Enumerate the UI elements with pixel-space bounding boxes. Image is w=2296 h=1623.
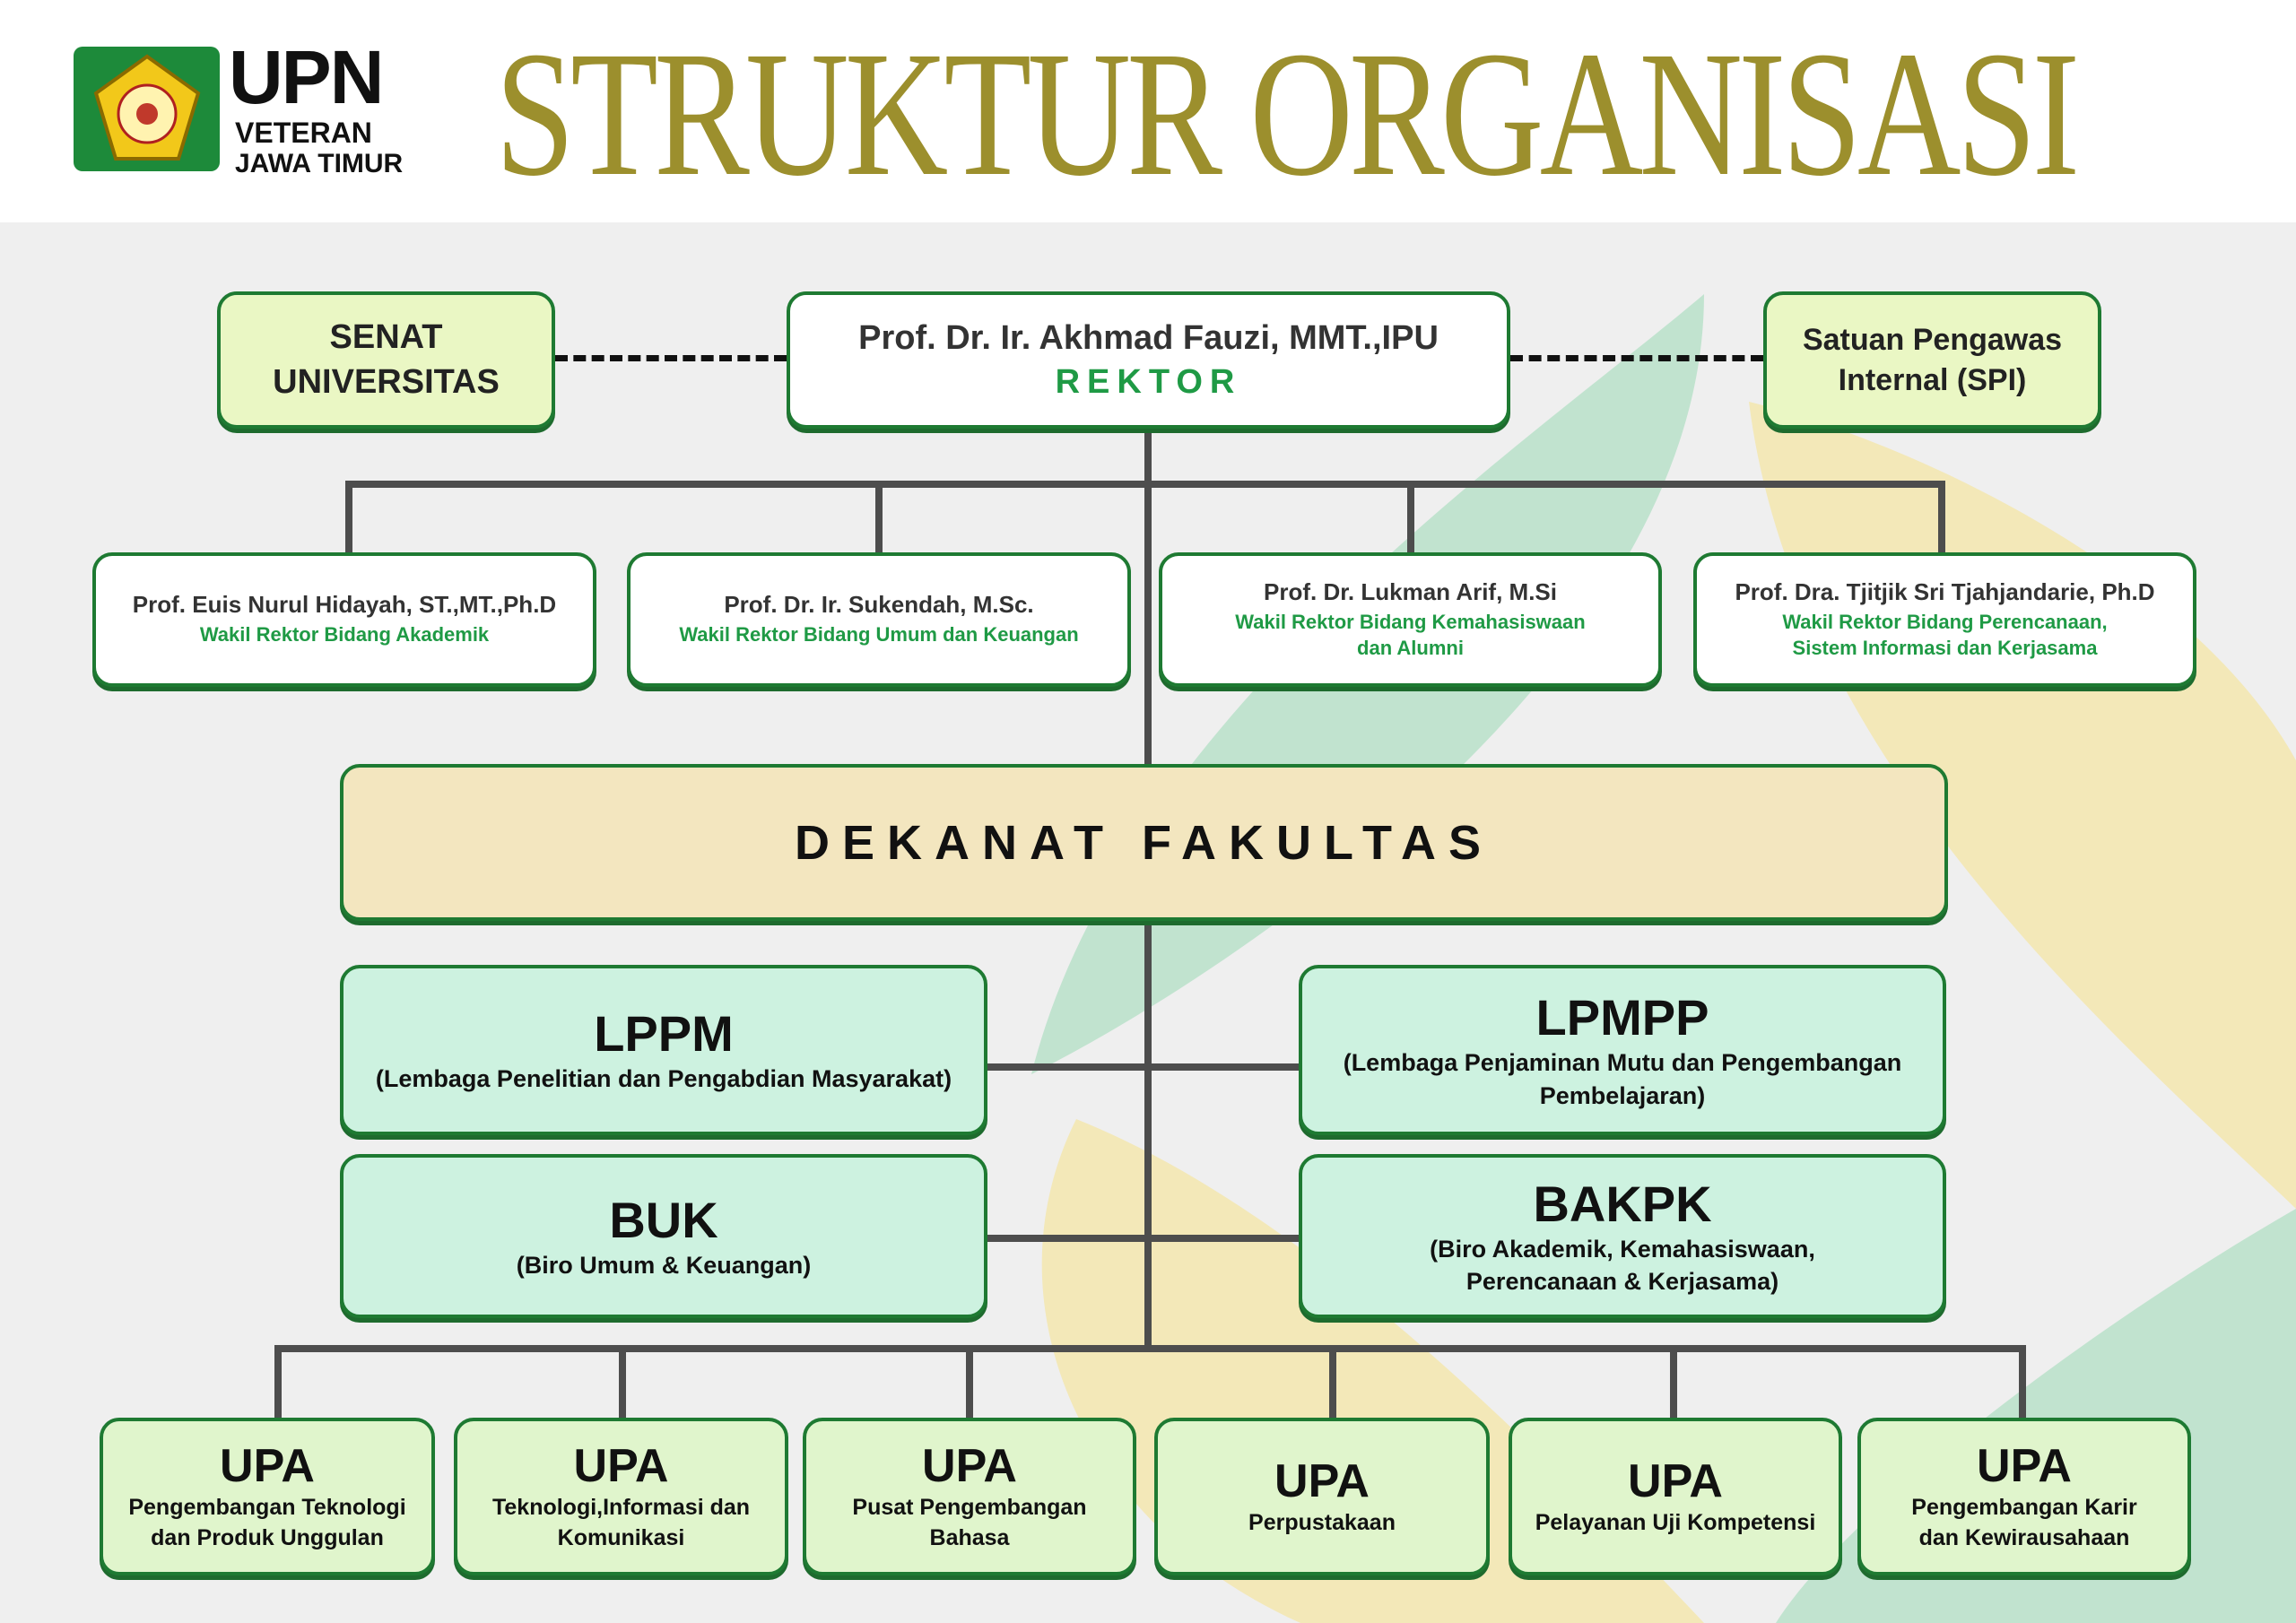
- upa-title: UPA: [1274, 1455, 1370, 1508]
- senat-universitas-box: SENAT UNIVERSITAS: [217, 291, 555, 429]
- lpmpp-box: LPMPP (Lembaga Penjaminan Mutu dan Penge…: [1299, 965, 1946, 1135]
- senat-line2: UNIVERSITAS: [273, 362, 500, 401]
- connector: [1407, 481, 1414, 552]
- dekanat-fakultas-box: DEKANAT FAKULTAS: [340, 764, 1948, 921]
- upa-box: UPA Pengembangan Teknologi dan Produk Un…: [100, 1418, 435, 1575]
- upa-title: UPA: [1977, 1440, 2072, 1493]
- bakpk-subtitle: (Biro Akademik, Kemahasiswaan,: [1430, 1235, 1815, 1263]
- buk-subtitle: (Biro Umum & Keuangan): [516, 1251, 812, 1279]
- upa-box: UPA Pengembangan Karir dan Kewirausahaan: [1857, 1418, 2191, 1575]
- connector: [1670, 1345, 1677, 1419]
- wakil-rektor-role: Wakil Rektor Bidang Umum dan Keuangan: [679, 623, 1079, 647]
- connector: [875, 481, 883, 552]
- upa-box: UPA Pelayanan Uji Kompetensi: [1509, 1418, 1842, 1575]
- senat-line1: SENAT: [329, 318, 443, 357]
- logo-jawa-timur-text: JAWA TIMUR: [235, 149, 404, 178]
- lpmpp-subtitle-line2: Pembelajaran): [1539, 1081, 1706, 1109]
- connector: [2019, 1345, 2026, 1419]
- wakil-rektor-name: Prof. Dr. Ir. Sukendah, M.Sc.: [724, 591, 1034, 619]
- wakil-rektor-box: Prof. Dra. Tjitjik Sri Tjahjandarie, Ph.…: [1693, 552, 2196, 687]
- wakil-rektor-name: Prof. Dr. Lukman Arif, M.Si: [1264, 577, 1557, 605]
- upa-name-line2: dan Kewirausahaan: [1918, 1525, 2130, 1550]
- dashed-connector-senat: [555, 355, 787, 361]
- upa-name: Pengembangan Karir: [1911, 1495, 2137, 1521]
- wakil-rektor-role: Wakil Rektor Bidang Akademik: [199, 623, 490, 647]
- logo-veteran-text: VETERAN: [235, 117, 372, 149]
- upa-box: UPA Perpustakaan: [1154, 1418, 1490, 1575]
- wakil-rektor-box: Prof. Dr. Lukman Arif, M.Si Wakil Rektor…: [1159, 552, 1662, 687]
- dashed-connector-spi: [1510, 355, 1763, 361]
- rektor-box: Prof. Dr. Ir. Akhmad Fauzi, MMT.,IPU REK…: [787, 291, 1510, 429]
- upa-name: Pusat Pengembangan: [852, 1495, 1087, 1521]
- university-logo-emblem: [74, 47, 220, 171]
- lpmpp-title: LPMPP: [1535, 989, 1709, 1046]
- wakil-rektor-name: Prof. Dra. Tjitjik Sri Tjahjandarie, Ph.…: [1735, 577, 2155, 605]
- wakil-rektor-horizontal-connector: [345, 481, 1945, 488]
- wakil-rektor-role: Wakil Rektor Bidang Perencanaan,: [1782, 610, 2108, 633]
- connector: [1938, 481, 1945, 552]
- biro-horizontal-connector: [987, 1235, 1299, 1242]
- connector: [1329, 1345, 1336, 1419]
- buk-box: BUK (Biro Umum & Keuangan): [340, 1154, 987, 1318]
- lembaga-horizontal-connector: [987, 1063, 1299, 1071]
- upa-title: UPA: [573, 1440, 669, 1493]
- upa-name: Teknologi,Informasi dan: [491, 1495, 751, 1521]
- wakil-rektor-role-line2: dan Alumni: [1357, 636, 1464, 659]
- connector: [274, 1345, 282, 1419]
- bakpk-subtitle-line2: Perencanaan & Kerjasama): [1465, 1268, 1779, 1295]
- page-title: STRUKTUR ORGANISASI: [495, 15, 2080, 213]
- wakil-rektor-box: Prof. Euis Nurul Hidayah, ST.,MT.,Ph.D W…: [92, 552, 596, 687]
- connector: [966, 1345, 973, 1419]
- connector: [345, 481, 352, 552]
- lpmpp-subtitle: (Lembaga Penjaminan Mutu dan Pengembanga…: [1343, 1049, 1902, 1077]
- upa-horizontal-connector: [274, 1345, 2026, 1352]
- upa-name-line2: Bahasa: [929, 1525, 1010, 1550]
- wakil-rektor-name: Prof. Euis Nurul Hidayah, ST.,MT.,Ph.D: [132, 591, 557, 619]
- upa-name: Perpustakaan: [1248, 1510, 1396, 1536]
- rektor-role: REKTOR: [1055, 362, 1242, 401]
- upa-box: UPA Pusat Pengembangan Bahasa: [803, 1418, 1136, 1575]
- upa-title: UPA: [1628, 1455, 1723, 1508]
- connector: [619, 1345, 626, 1419]
- spi-box: Satuan Pengawas Internal (SPI): [1763, 291, 2101, 429]
- upa-name: Pengembangan Teknologi: [128, 1495, 406, 1521]
- spi-line2: Internal (SPI): [1838, 362, 2027, 397]
- buk-title: BUK: [609, 1191, 718, 1248]
- logo-upn-text: UPN: [229, 35, 384, 119]
- upa-name: Pelayanan Uji Kompetensi: [1535, 1510, 1816, 1536]
- bakpk-box: BAKPK (Biro Akademik, Kemahasiswaan, Per…: [1299, 1154, 1946, 1318]
- lppm-title: LPPM: [594, 1005, 734, 1063]
- wakil-rektor-role-line2: Sistem Informasi dan Kerjasama: [1792, 636, 2098, 659]
- upa-title: UPA: [922, 1440, 1017, 1493]
- rektor-name: Prof. Dr. Ir. Akhmad Fauzi, MMT.,IPU: [858, 318, 1439, 357]
- dekanat-label: DEKANAT FAKULTAS: [795, 815, 1493, 870]
- upa-name-line2: Komunikasi: [557, 1525, 685, 1550]
- wakil-rektor-box: Prof. Dr. Ir. Sukendah, M.Sc. Wakil Rekt…: [627, 552, 1131, 687]
- spi-line1: Satuan Pengawas: [1802, 323, 2063, 358]
- header: UPN VETERAN JAWA TIMUR STRUKTUR ORGANISA…: [0, 0, 2296, 222]
- wakil-rektor-role: Wakil Rektor Bidang Kemahasiswaan: [1235, 610, 1586, 633]
- lppm-subtitle: (Lembaga Penelitian dan Pengabdian Masya…: [375, 1065, 952, 1093]
- lppm-box: LPPM (Lembaga Penelitian dan Pengabdian …: [340, 965, 987, 1135]
- upa-title: UPA: [220, 1440, 315, 1493]
- upa-name-line2: dan Produk Unggulan: [151, 1525, 384, 1550]
- bakpk-title: BAKPK: [1533, 1175, 1712, 1232]
- upa-box: UPA Teknologi,Informasi dan Komunikasi: [454, 1418, 788, 1575]
